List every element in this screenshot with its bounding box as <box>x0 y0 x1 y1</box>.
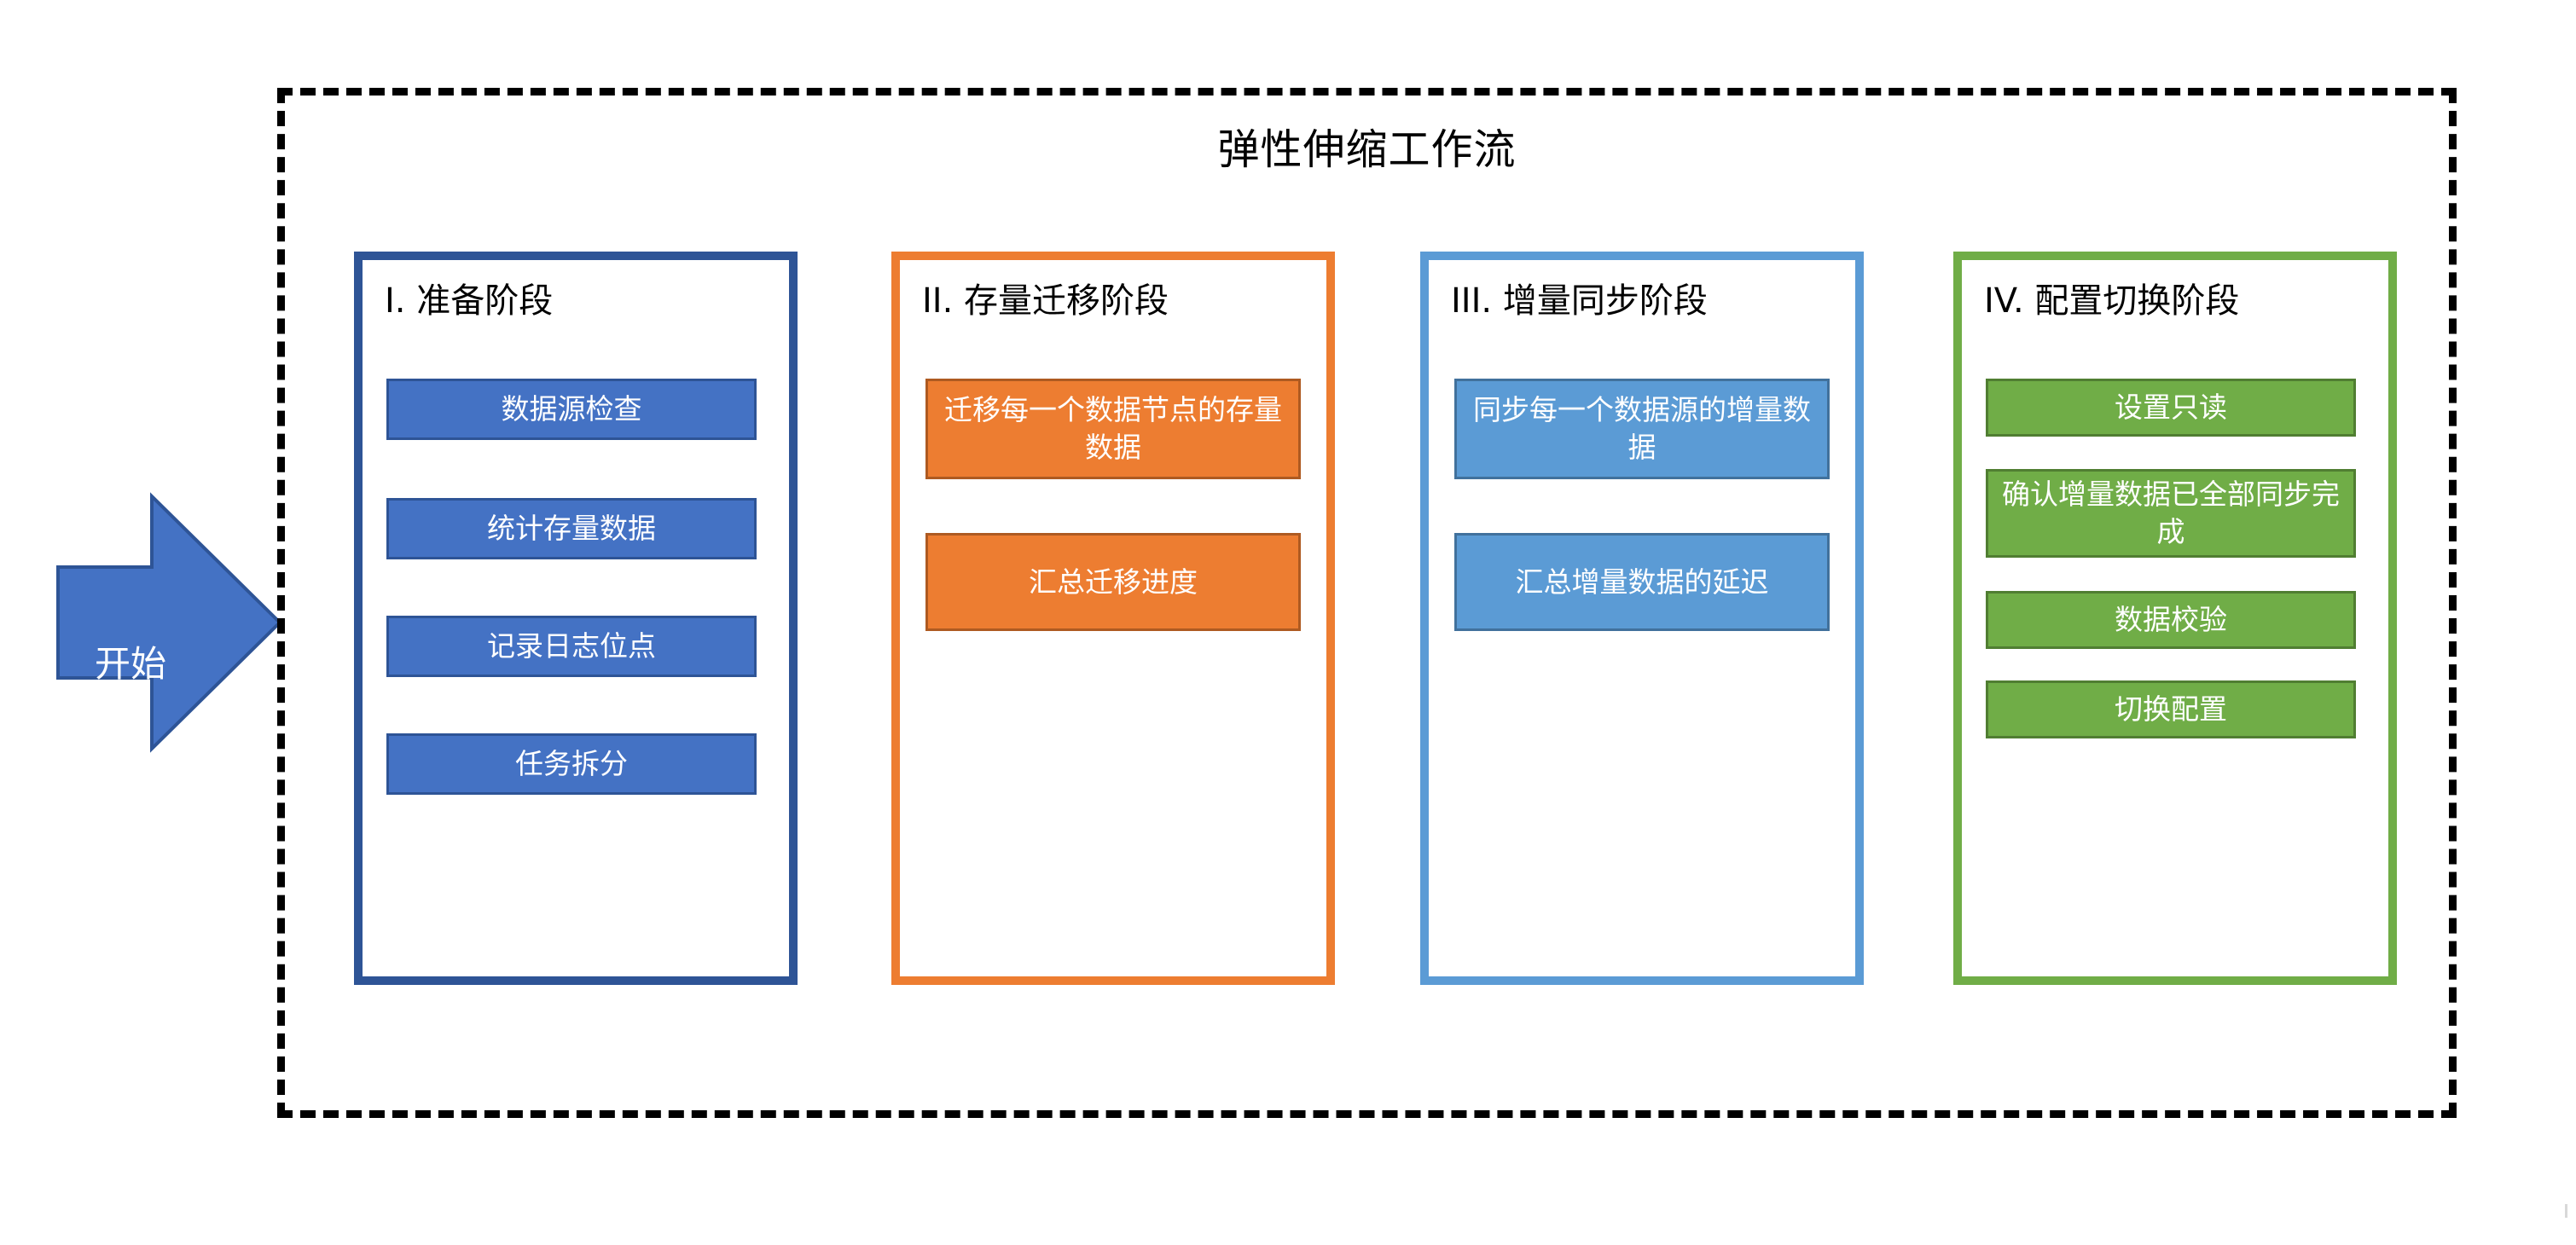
task-box[interactable]: 汇总迁移进度 <box>925 533 1301 631</box>
start-arrow[interactable] <box>32 478 305 767</box>
task-box[interactable]: 确认增量数据已全部同步完成 <box>1986 469 2356 558</box>
phase-2-title: II. 存量迁移阶段 <box>922 281 1169 321</box>
page-title: 弹性伸缩工作流 <box>1217 125 1517 174</box>
task-box[interactable]: 统计存量数据 <box>386 498 757 559</box>
phase-column-3: III. 增量同步阶段 同步每一个数据源的增量数据 汇总增量数据的延迟 <box>1420 252 1864 985</box>
phase-4-title: IV. 配置切换阶段 <box>1984 281 2240 321</box>
resize-handle-mark <box>2565 1204 2567 1218</box>
task-box[interactable]: 汇总增量数据的延迟 <box>1454 533 1830 631</box>
task-box[interactable]: 同步每一个数据源的增量数据 <box>1454 379 1830 479</box>
workflow-frame <box>277 88 2457 1118</box>
start-arrow-label: 开始 <box>94 643 166 685</box>
phase-column-1: I. 准备阶段 数据源检查 统计存量数据 记录日志位点 任务拆分 <box>354 252 798 985</box>
task-box[interactable]: 设置只读 <box>1986 379 2356 437</box>
task-box[interactable]: 数据校验 <box>1986 591 2356 649</box>
phase-1-title: I. 准备阶段 <box>385 281 554 321</box>
phase-3-title: III. 增量同步阶段 <box>1451 281 1708 321</box>
task-box[interactable]: 记录日志位点 <box>386 616 757 677</box>
task-box[interactable]: 数据源检查 <box>386 379 757 440</box>
right-arrow-icon <box>56 492 282 753</box>
phase-column-2: II. 存量迁移阶段 迁移每一个数据节点的存量数据 汇总迁移进度 <box>891 252 1335 985</box>
phase-column-4: IV. 配置切换阶段 设置只读 确认增量数据已全部同步完成 数据校验 切换配置 <box>1953 252 2397 985</box>
task-box[interactable]: 切换配置 <box>1986 680 2356 738</box>
task-box[interactable]: 任务拆分 <box>386 733 757 795</box>
task-box[interactable]: 迁移每一个数据节点的存量数据 <box>925 379 1301 479</box>
